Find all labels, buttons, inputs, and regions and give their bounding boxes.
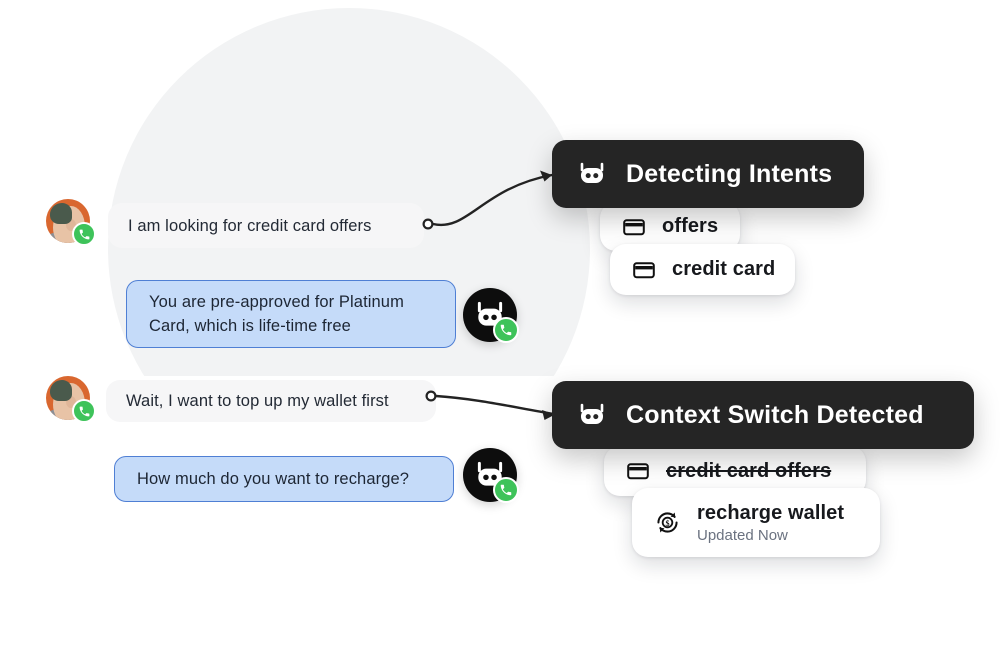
message-text: You are pre-approved for Platinum Card, … xyxy=(149,293,404,335)
message-text: Wait, I want to top up my wallet first xyxy=(126,392,389,410)
intent-chip-recharge-wallet[interactable]: $ recharge wallet Updated Now xyxy=(632,488,880,557)
chat-bubble-bot-2: How much do you want to recharge? xyxy=(114,456,454,502)
credit-card-icon xyxy=(622,215,646,239)
recharge-wallet-icon: $ xyxy=(654,509,681,536)
intent-chip-label: offers xyxy=(662,215,719,237)
avatar xyxy=(463,288,519,343)
svg-text:$: $ xyxy=(665,519,669,528)
avatar-cheek xyxy=(66,396,76,408)
chat-bubble-user-1: I am looking for credit card offers xyxy=(108,203,424,248)
intent-banner-detecting: Detecting Intents xyxy=(552,140,864,208)
avatar-cheek xyxy=(66,219,76,231)
phone-badge-icon xyxy=(493,477,519,503)
intent-chip-label: credit card xyxy=(672,258,776,280)
intent-chip-label: credit card offers xyxy=(666,459,832,482)
robot-head-icon xyxy=(576,158,608,190)
robot-head-icon xyxy=(576,399,608,431)
avatar-hair xyxy=(50,380,72,401)
intent-chip-offers[interactable]: offers xyxy=(600,202,740,251)
chat-bubble-user-2: Wait, I want to top up my wallet first xyxy=(106,380,436,422)
avatar xyxy=(46,199,96,246)
intent-chip-label: recharge wallet xyxy=(697,501,845,524)
phone-badge-icon xyxy=(493,317,519,343)
intent-banner-context-switch: Context Switch Detected xyxy=(552,381,974,449)
avatar xyxy=(46,376,96,423)
intent-chip-credit-card-offers[interactable]: credit card offers xyxy=(604,446,866,496)
intent-chip-text-group: recharge wallet Updated Now xyxy=(697,502,844,544)
phone-badge-icon xyxy=(72,399,96,423)
intent-banner-label: Context Switch Detected xyxy=(626,400,924,429)
chat-bubble-bot-1: You are pre-approved for Platinum Card, … xyxy=(126,280,456,348)
message-text: I am looking for credit card offers xyxy=(128,216,372,235)
message-text: How much do you want to recharge? xyxy=(137,470,410,488)
credit-card-icon xyxy=(632,258,656,282)
avatar-hair xyxy=(50,203,72,224)
avatar xyxy=(463,448,519,503)
intent-chip-credit-card[interactable]: credit card xyxy=(610,244,795,295)
credit-card-icon xyxy=(626,459,650,483)
phone-badge-icon xyxy=(72,222,96,246)
intent-banner-label: Detecting Intents xyxy=(626,159,833,188)
intent-chip-subtitle: Updated Now xyxy=(697,526,788,544)
